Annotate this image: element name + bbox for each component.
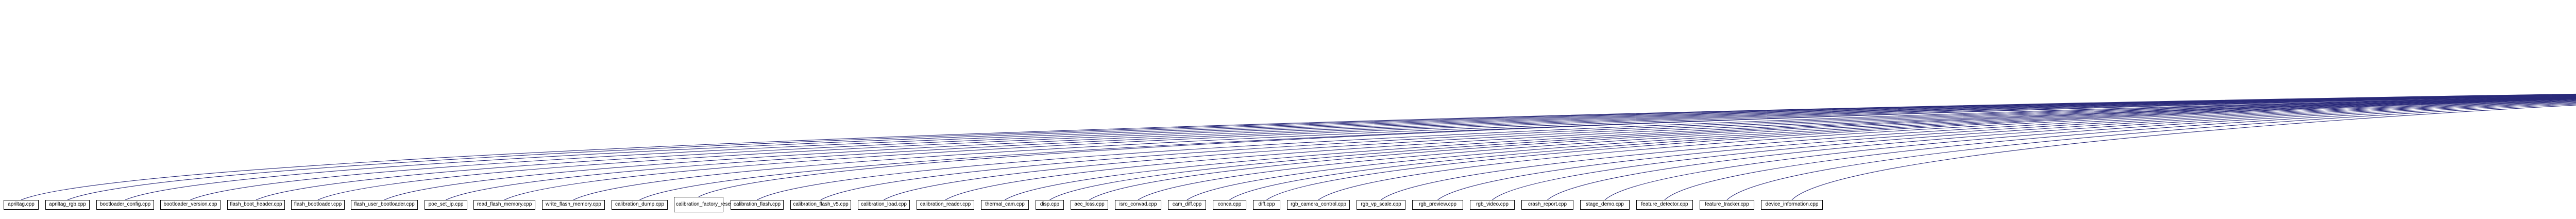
graph-node-label: rgb_vp_scale.cpp: [1361, 201, 1401, 208]
graph-node-label: rgb_preview.cpp: [1419, 201, 1456, 208]
graph-node-label: isro_convad.cpp: [1119, 201, 1157, 208]
graph-edge: [1089, 97, 2576, 200]
graph-node-feature-detector-cpp[interactable]: feature_detector.cpp: [1636, 200, 1693, 210]
graph-node-flash-bootloader-cpp[interactable]: flash_bootloader.cpp: [291, 200, 345, 210]
graph-edge: [384, 94, 2576, 200]
graph-edge: [820, 96, 2576, 200]
graph-node-label: calibration_dump.cpp: [615, 201, 665, 208]
graph-node-bootloader-config-cpp[interactable]: bootloader_config.cpp: [96, 200, 154, 210]
graph-node-label: thermal_cam.cpp: [985, 201, 1025, 208]
graph-node-label: calibration_reader.cpp: [920, 201, 971, 208]
graph-node-label: device_information.cpp: [1765, 201, 1819, 208]
graph-node-label: diff.cpp: [1258, 201, 1275, 208]
graph-node-label: write_flash_memory.cpp: [546, 201, 601, 208]
graph-node-label: bootloader_version.cpp: [163, 201, 217, 208]
graph-edge: [504, 95, 2576, 200]
graph-node-label: cam_diff.cpp: [1172, 201, 1202, 208]
graph-edge: [1791, 105, 2576, 200]
graph-edge: [1604, 102, 2576, 200]
graph-edge: [884, 96, 2576, 200]
graph-edge: [1664, 103, 2576, 200]
graph-edge: [639, 95, 2576, 200]
graph-node-thermal-cam-cpp[interactable]: thermal_cam.cpp: [981, 200, 1029, 210]
graph-node-label: apriltag.cpp: [8, 201, 35, 208]
graph-edge: [573, 95, 2576, 200]
graph-node-isro-convad-cpp[interactable]: isro_convad.cpp: [1115, 200, 1161, 210]
graph-node-label: conca.cpp: [1217, 201, 1242, 208]
graph-edge: [125, 94, 2576, 200]
graph-edge: [21, 94, 2576, 200]
graph-edge: [698, 95, 2576, 197]
graph-node-crash-report-cpp[interactable]: crash_report.cpp: [1521, 200, 1573, 210]
graph-node-rgb-video-cpp[interactable]: rgb_video.cpp: [1470, 200, 1515, 210]
graph-node-label: crash_report.cpp: [1528, 201, 1567, 208]
graph-edge: [317, 94, 2576, 200]
graph-node-flash-boot-header-cpp[interactable]: flash_boot_header.cpp: [227, 200, 285, 210]
graph-node-label: bootloader_config.cpp: [99, 201, 151, 208]
graph-node-calibration-reader-cpp[interactable]: calibration_reader.cpp: [917, 200, 974, 210]
graph-node-cam-diff-cpp[interactable]: cam_diff.cpp: [1168, 200, 1206, 210]
graph-node-disp-cpp[interactable]: disp.cpp: [1036, 200, 1064, 210]
graph-node-label: apriltag_rgb.cpp: [49, 201, 86, 208]
graph-edge: [1318, 99, 2576, 200]
graph-node-diff-cpp[interactable]: diff.cpp: [1253, 200, 1280, 210]
graph-node-label: flash_boot_header.cpp: [230, 201, 282, 208]
graph-node-apriltag-rgb-cpp[interactable]: apriltag_rgb.cpp: [45, 200, 90, 210]
graph-node-label: calibration_flash.cpp: [733, 201, 781, 208]
graph-node-label: calibration_factory_reset.cpp: [676, 201, 742, 207]
graph-edge: [757, 96, 2576, 200]
graph-edge: [945, 96, 2576, 200]
graph-node-label: calibration_flash_v5.cpp: [793, 201, 849, 208]
graph-edge: [1547, 101, 2576, 200]
graph-node-device-information-cpp[interactable]: device_information.cpp: [1761, 200, 1823, 210]
graph-node-label: poe_set_ip.cpp: [428, 201, 464, 208]
graph-node-rgb-preview-cpp[interactable]: rgb_preview.cpp: [1412, 200, 1463, 210]
graph-node-conca-cpp[interactable]: conca.cpp: [1213, 200, 1246, 210]
graph-edge: [1437, 100, 2576, 200]
graph-edge: [1138, 97, 2576, 200]
graph-edge: [67, 94, 2576, 200]
graph-node-write-flash-memory-cpp[interactable]: write_flash_memory.cpp: [542, 200, 605, 210]
graph-node-calibration-dump-cpp[interactable]: calibration_dump.cpp: [612, 200, 668, 210]
graph-node-label: rgb_camera_control.cpp: [1291, 201, 1346, 208]
graph-edge: [1381, 99, 2576, 200]
graph-node-apriltag-cpp[interactable]: apriltag.cpp: [4, 200, 39, 210]
graph-node-stage-demo-cpp[interactable]: stage_demo.cpp: [1580, 200, 1630, 210]
graph-node-label: rgb_video.cpp: [1476, 201, 1509, 208]
graph-node-label: aec_loss.cpp: [1074, 201, 1105, 208]
graph-edge: [1726, 104, 2576, 200]
graph-edge: [256, 94, 2576, 200]
graph-edge: [190, 94, 2576, 200]
graph-edge: [1492, 100, 2576, 200]
graph-edge: [1266, 98, 2576, 200]
graph-edge: [1187, 98, 2576, 200]
graph-node-label: stage_demo.cpp: [1586, 201, 1624, 208]
graph-node-feature-tracker-cpp[interactable]: feature_tracker.cpp: [1700, 200, 1754, 210]
graph-node-calibration-factory-reset-cpp[interactable]: calibration_factory_reset.cpp: [674, 197, 742, 212]
graph-node-read-flash-memory-cpp[interactable]: read_flash_memory.cpp: [473, 200, 535, 210]
graph-node-label: flash_user_bootloader.cpp: [354, 201, 415, 208]
graph-edge: [1049, 97, 2576, 200]
graph-edge: [446, 94, 2576, 200]
graph-node-poe-set-ip-cpp[interactable]: poe_set_ip.cpp: [425, 200, 467, 210]
graph-node-label: feature_detector.cpp: [1641, 201, 1688, 208]
graph-node-aec-loss-cpp[interactable]: aec_loss.cpp: [1071, 200, 1108, 210]
graph-edge: [1005, 97, 2576, 200]
graph-node-label: flash_bootloader.cpp: [294, 201, 342, 208]
graph-node-calibration-flash-cpp[interactable]: calibration_flash.cpp: [731, 200, 784, 210]
graph-node-calibration-flash-v5-cpp[interactable]: calibration_flash_v5.cpp: [790, 200, 851, 210]
graph-node-label: feature_tracker.cpp: [1705, 201, 1749, 208]
graph-node-rgb-camera-control-cpp[interactable]: rgb_camera_control.cpp: [1287, 200, 1350, 210]
graph-node-label: disp.cpp: [1040, 201, 1060, 208]
graph-node-rgb-vp-scale-cpp[interactable]: rgb_vp_scale.cpp: [1357, 200, 1405, 210]
graph-node-bootloader-version-cpp[interactable]: bootloader_version.cpp: [160, 200, 221, 210]
graph-edge: [1229, 98, 2576, 200]
graph-node-calibration-load-cpp[interactable]: calibration_load.cpp: [858, 200, 910, 210]
graph-node-label: read_flash_memory.cpp: [477, 201, 532, 208]
graph-node-flash-user-bootloader-cpp[interactable]: flash_user_bootloader.cpp: [351, 200, 418, 210]
graph-node-label: calibration_load.cpp: [861, 201, 907, 208]
